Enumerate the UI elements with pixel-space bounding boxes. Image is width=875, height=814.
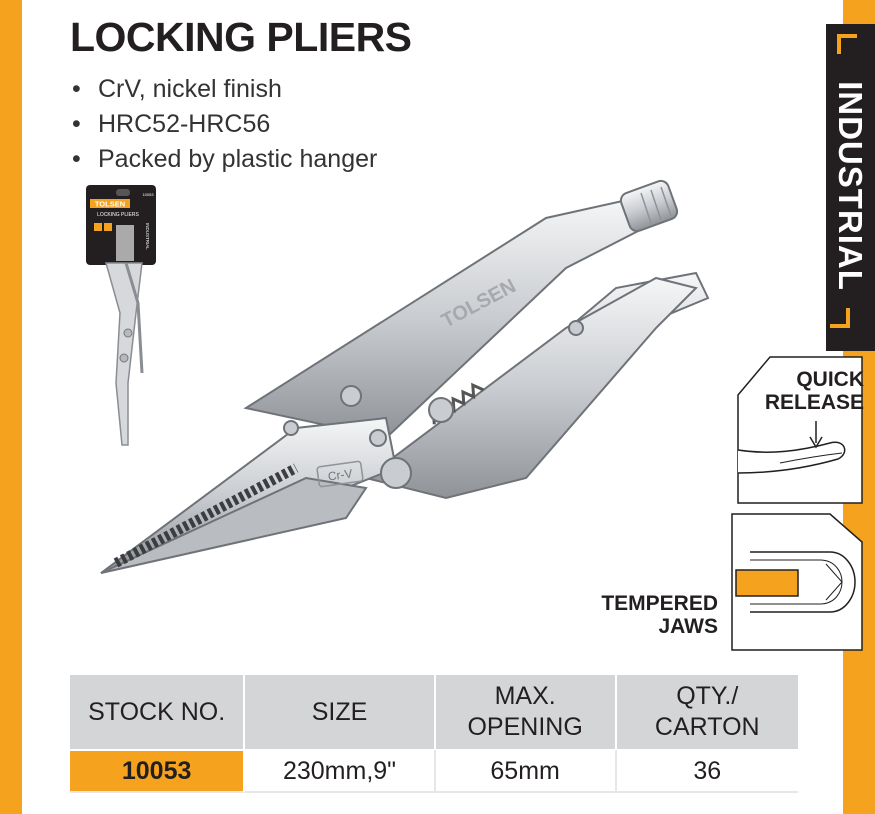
industrial-tab <box>826 24 875 351</box>
package-tag: INDUSTRIAL <box>145 223 150 250</box>
left-accent-bar <box>0 0 22 814</box>
header-text: OPENING <box>467 713 583 741</box>
feature-item: Packed by plastic hanger <box>72 142 377 177</box>
max-opening-cell: 65mm <box>435 749 617 793</box>
tempered-jaws-line: TEMPERED <box>601 592 718 615</box>
header-text: MAX. <box>494 682 556 710</box>
feature-item: HRC52-HRC56 <box>72 107 377 142</box>
quick-release-line: QUICK <box>796 368 864 391</box>
header-text: QTY./ <box>676 682 739 710</box>
package-brand: TOLSEN <box>95 200 125 209</box>
product-title: LOCKING PLIERS <box>70 14 412 60</box>
stock-number-cell: 10053 <box>70 749 246 793</box>
quick-release-line: RELEASE <box>764 391 864 414</box>
tempered-jaws-diagram <box>731 513 863 651</box>
spec-table-header-row: STOCK NO. SIZE MAX. OPENING QTY./ CARTON <box>70 675 798 749</box>
header-size: SIZE <box>245 675 436 749</box>
table-row: 10053 230mm,9" 65mm 36 <box>70 749 798 793</box>
header-text: CARTON <box>654 713 760 741</box>
industrial-label: INDUSTRIAL <box>832 81 869 291</box>
package-caption: LOCKING PLIERS <box>97 212 139 218</box>
tab-bracket-icon <box>837 34 857 54</box>
header-text: STOCK NO. <box>88 697 226 726</box>
feature-item: CrV, nickel finish <box>72 72 377 107</box>
tempered-jaws-line: JAWS <box>658 615 718 638</box>
qty-carton-cell: 36 <box>616 749 798 793</box>
header-qty-carton: QTY./ CARTON <box>616 675 798 749</box>
header-text: SIZE <box>311 697 368 726</box>
locking-pliers-image: TOLSEN Cr-V <box>100 179 710 574</box>
pliers-material-engraving: Cr-V <box>327 466 353 483</box>
quick-release-label: QUICK RELEASE <box>760 368 864 414</box>
spec-table: STOCK NO. SIZE MAX. OPENING QTY./ CARTON… <box>70 675 798 793</box>
header-max-opening: MAX. OPENING <box>435 675 617 749</box>
tab-bracket-icon <box>830 308 850 328</box>
tempered-jaws-label: TEMPERED JAWS <box>590 592 718 638</box>
package-stock: 10053 <box>142 192 154 197</box>
quick-release-diagram <box>737 356 863 504</box>
feature-list: CrV, nickel finish HRC52-HRC56 Packed by… <box>72 72 377 177</box>
size-cell: 230mm,9" <box>245 749 436 793</box>
header-stock-no: STOCK NO. <box>70 675 246 749</box>
package-image: TOLSEN LOCKING PLIERS INDUSTRIAL 10053 <box>86 185 156 446</box>
